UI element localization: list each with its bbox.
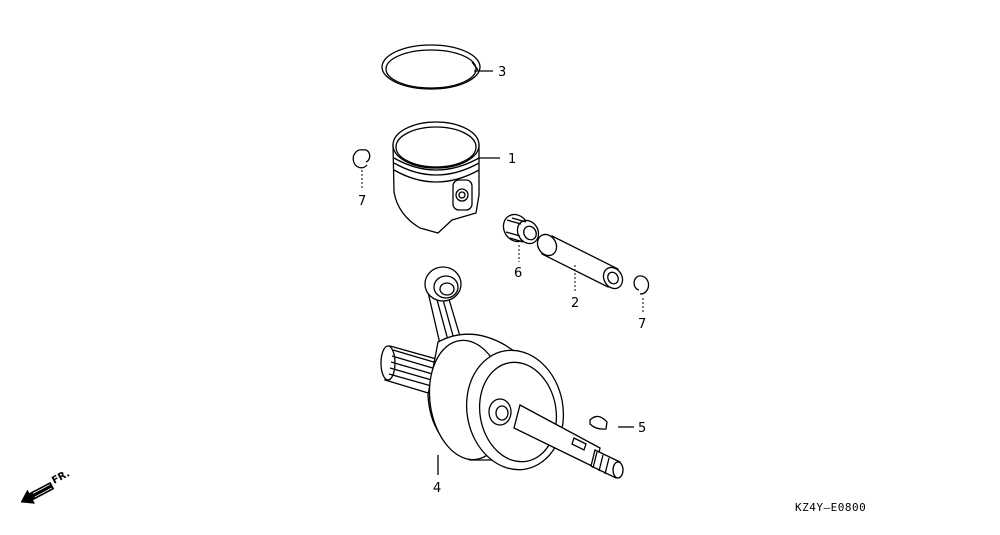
circlip-right[interactable] xyxy=(633,275,650,295)
piston-pin[interactable] xyxy=(534,231,627,292)
piston-ring[interactable] xyxy=(381,44,481,90)
callout-7-right: 7 xyxy=(638,317,646,332)
callout-5: 5 xyxy=(638,421,646,436)
callout-2: 2 xyxy=(571,296,579,311)
callout-4: 4 xyxy=(433,481,441,496)
piston[interactable] xyxy=(392,121,480,234)
crankshaft[interactable] xyxy=(380,266,624,479)
woodruff-key[interactable] xyxy=(589,415,608,430)
callout-7-left: 7 xyxy=(358,194,366,209)
callout-3: 3 xyxy=(498,65,506,80)
reference-code: KZ4Y—E0800 xyxy=(795,501,866,514)
front-arrow-icon xyxy=(20,481,55,504)
callout-6: 6 xyxy=(514,266,522,281)
circlip-left[interactable] xyxy=(352,149,371,169)
callout-1: 1 xyxy=(508,152,516,167)
front-label: FR. xyxy=(50,468,72,486)
needle-bearing[interactable] xyxy=(499,210,543,248)
